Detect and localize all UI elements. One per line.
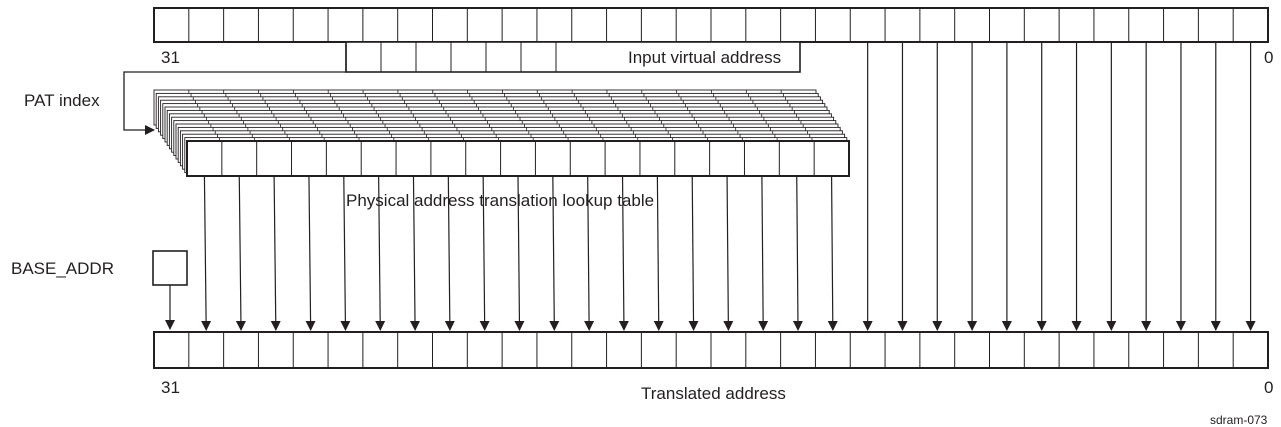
lookup-output-arrow — [305, 175, 316, 331]
lookup-output-arrow — [792, 175, 803, 331]
lookup-output-arrow — [584, 175, 595, 331]
lookup-output-arrow — [444, 175, 455, 331]
lookup-output-arrow — [340, 175, 351, 331]
output-msb-label: 31 — [161, 378, 180, 397]
lookup-table-front-row — [186, 140, 850, 177]
figure-id: sdram-073 — [1210, 413, 1268, 427]
pat-index-label: PAT index — [24, 91, 100, 110]
lookup-output-arrow — [758, 175, 769, 331]
input-msb-label: 31 — [161, 48, 180, 67]
lookup-output-arrow — [618, 175, 629, 331]
lookup-output-arrow — [270, 175, 281, 331]
index-field-box — [345, 41, 801, 73]
lookup-output-arrow — [688, 175, 699, 331]
lookup-output-arrow — [409, 175, 420, 331]
lookup-output-arrow — [375, 175, 386, 331]
translated-address-register — [153, 331, 1269, 369]
lookup-output-arrow — [723, 175, 734, 331]
lookup-output-arrow — [201, 175, 212, 331]
front-row-frame — [186, 140, 850, 177]
lookup-output-arrow — [549, 175, 560, 331]
lookup-output-arrow — [479, 175, 490, 331]
input-lsb-label: 0 — [1264, 48, 1273, 67]
output-register-label: Translated address — [641, 384, 786, 403]
base-addr-label: BASE_ADDR — [11, 259, 114, 278]
lookup-output-arrow — [653, 175, 664, 331]
lookup-output-arrow — [514, 175, 525, 331]
input-virtual-address-register — [153, 7, 1269, 73]
lookup-output-arrow — [235, 175, 246, 331]
lookup-table-label: Physical address translation lookup tabl… — [346, 191, 654, 210]
output-lsb-label: 0 — [1264, 378, 1273, 397]
pat-index-arrow — [123, 45, 347, 135]
input-register-label: Input virtual address — [628, 48, 781, 67]
base-addr-box — [152, 250, 188, 286]
lookup-output-arrow — [827, 175, 838, 331]
bit-connections — [123, 42, 1256, 331]
